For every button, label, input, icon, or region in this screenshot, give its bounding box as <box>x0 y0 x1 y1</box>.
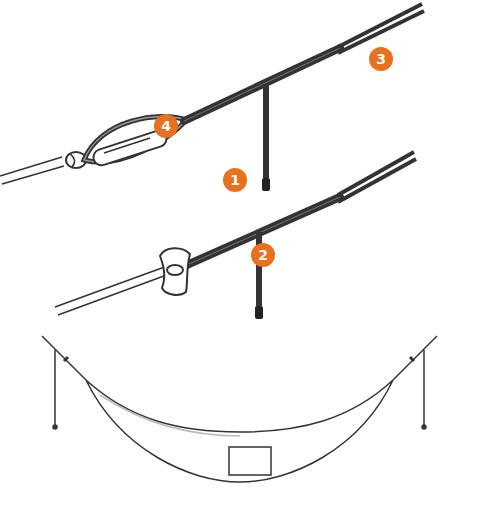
strap-with-carabiner <box>0 4 424 191</box>
strap-with-toggle <box>55 152 416 319</box>
callout-number: 4 <box>154 114 178 138</box>
callout-number: 2 <box>251 243 275 267</box>
hammock <box>42 336 437 482</box>
callout-number: 1 <box>223 168 247 192</box>
callout-number: 3 <box>369 47 393 71</box>
